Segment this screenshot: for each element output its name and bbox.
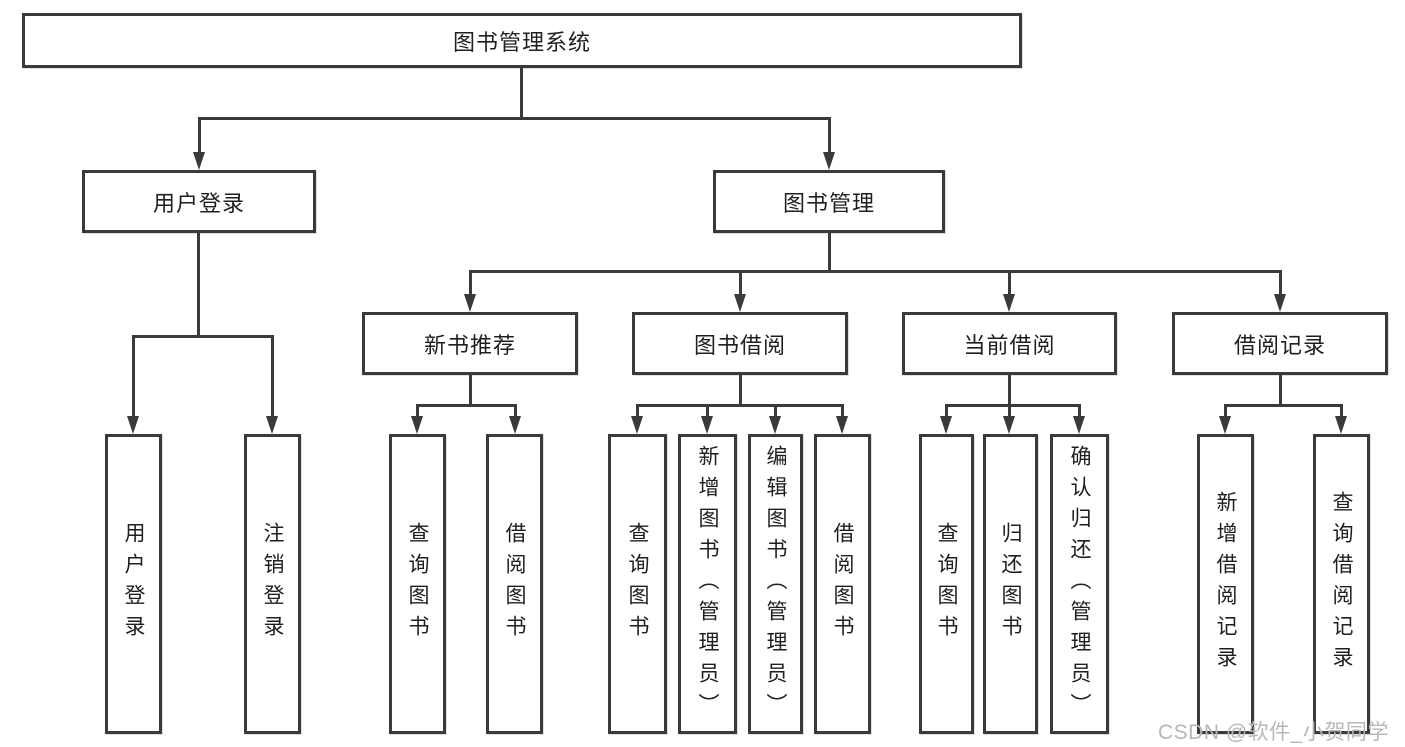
node-label: 用户登录 <box>152 190 245 216</box>
node-label: 用户登录 <box>122 522 146 646</box>
node-user-login: 用户登录 <box>82 170 316 233</box>
connector-segment <box>945 404 948 416</box>
connector-segment <box>636 404 843 407</box>
node-borrowing-records: 借阅记录 <box>1172 312 1388 375</box>
connector-segment <box>1008 270 1011 294</box>
connector-segment <box>828 233 831 273</box>
node-current-borrowing: 当前借阅 <box>902 312 1117 375</box>
csdn-watermark: CSDN @软件_小贺同学 <box>1158 721 1389 744</box>
connector-segment <box>198 117 201 153</box>
arrow-down-icon <box>701 416 713 434</box>
connector-segment <box>1340 404 1343 416</box>
node-leaf-confirm-return-admin: 确认归还（管理员） <box>1050 434 1109 734</box>
connector-segment <box>271 335 274 416</box>
connector-segment <box>469 375 472 406</box>
node-label: 确认归还（管理员） <box>1068 444 1092 724</box>
node-label: 查询图书 <box>406 522 430 646</box>
arrow-down-icon <box>266 416 278 434</box>
node-leaf-edit-books-admin: 编辑图书（管理员） <box>748 434 803 734</box>
node-label: 查询借阅记录 <box>1330 491 1354 677</box>
connector-segment <box>520 68 523 118</box>
node-leaf-query-books: 查询图书 <box>608 434 667 734</box>
connector-segment <box>469 270 1282 273</box>
connector-segment <box>774 404 777 416</box>
connector-segment <box>1279 270 1282 294</box>
node-book-borrowing: 图书借阅 <box>632 312 848 375</box>
connector-segment <box>1279 375 1282 406</box>
node-label: 查询图书 <box>935 522 959 646</box>
connector-segment <box>197 233 200 338</box>
connector-segment <box>739 270 742 294</box>
node-leaf-return-books: 归还图书 <box>983 434 1038 734</box>
node-label: 借阅记录 <box>1233 332 1326 358</box>
node-label: 图书管理系统 <box>452 29 591 55</box>
connector-segment <box>514 404 517 416</box>
connector-segment <box>739 375 742 406</box>
connector-segment <box>132 335 135 416</box>
node-label: 新书推荐 <box>423 332 516 358</box>
node-label: 借阅图书 <box>831 522 855 646</box>
arrow-down-icon <box>940 416 952 434</box>
node-label: 查询图书 <box>626 522 650 646</box>
node-label: 图书管理 <box>782 190 875 216</box>
node-label: 编辑图书（管理员） <box>764 444 788 724</box>
arrow-down-icon <box>1335 416 1347 434</box>
connector-segment <box>1224 404 1227 416</box>
arrow-down-icon <box>823 152 835 170</box>
arrow-down-icon <box>1073 416 1085 434</box>
arrow-down-icon <box>411 416 423 434</box>
node-label: 图书借阅 <box>693 332 786 358</box>
connector-segment <box>945 404 1080 407</box>
node-label: 新增借阅记录 <box>1214 491 1238 677</box>
connector-segment <box>1008 404 1011 416</box>
arrow-down-icon <box>1003 294 1015 312</box>
node-label: 注销登录 <box>261 522 285 646</box>
arrow-down-icon <box>193 152 205 170</box>
node-label: 新增图书（管理员） <box>696 444 720 724</box>
connector-segment <box>636 404 639 416</box>
connector-segment <box>198 117 831 120</box>
arrow-down-icon <box>1219 416 1231 434</box>
node-leaf-query-books-current: 查询图书 <box>919 434 974 734</box>
arrow-down-icon <box>127 416 139 434</box>
node-leaf-add-books-admin: 新增图书（管理员） <box>678 434 737 734</box>
node-label: 借阅图书 <box>503 522 527 646</box>
connector-segment <box>1008 375 1011 406</box>
arrow-down-icon <box>509 416 521 434</box>
node-leaf-logout: 注销登录 <box>244 434 301 734</box>
node-leaf-query-borrow-record: 查询借阅记录 <box>1313 434 1370 734</box>
node-leaf-query-books-recommend: 查询图书 <box>389 434 446 734</box>
connector-segment <box>416 404 419 416</box>
arrow-down-icon <box>734 294 746 312</box>
connector-segment <box>132 335 274 338</box>
connector-segment <box>416 404 517 407</box>
arrow-down-icon <box>1274 294 1286 312</box>
connector-segment <box>469 270 472 294</box>
arrow-down-icon <box>836 416 848 434</box>
node-new-book-recommendation: 新书推荐 <box>362 312 578 375</box>
connector-segment <box>841 404 844 416</box>
node-leaf-user-login: 用户登录 <box>105 434 162 734</box>
node-leaf-borrow-books-recommend: 借阅图书 <box>486 434 543 734</box>
node-root-library-system: 图书管理系统 <box>22 13 1022 68</box>
connector-segment <box>828 117 831 153</box>
connector-segment <box>706 404 709 416</box>
node-label: 归还图书 <box>999 522 1023 646</box>
arrow-down-icon <box>464 294 476 312</box>
connector-segment <box>1224 404 1342 407</box>
connector-segment <box>1078 404 1081 416</box>
node-leaf-borrow-books: 借阅图书 <box>814 434 871 734</box>
node-book-management: 图书管理 <box>713 170 945 233</box>
arrow-down-icon <box>1003 416 1015 434</box>
arrow-down-icon <box>769 416 781 434</box>
arrow-down-icon <box>631 416 643 434</box>
node-leaf-add-borrow-record: 新增借阅记录 <box>1197 434 1254 734</box>
node-label: 当前借阅 <box>963 332 1056 358</box>
